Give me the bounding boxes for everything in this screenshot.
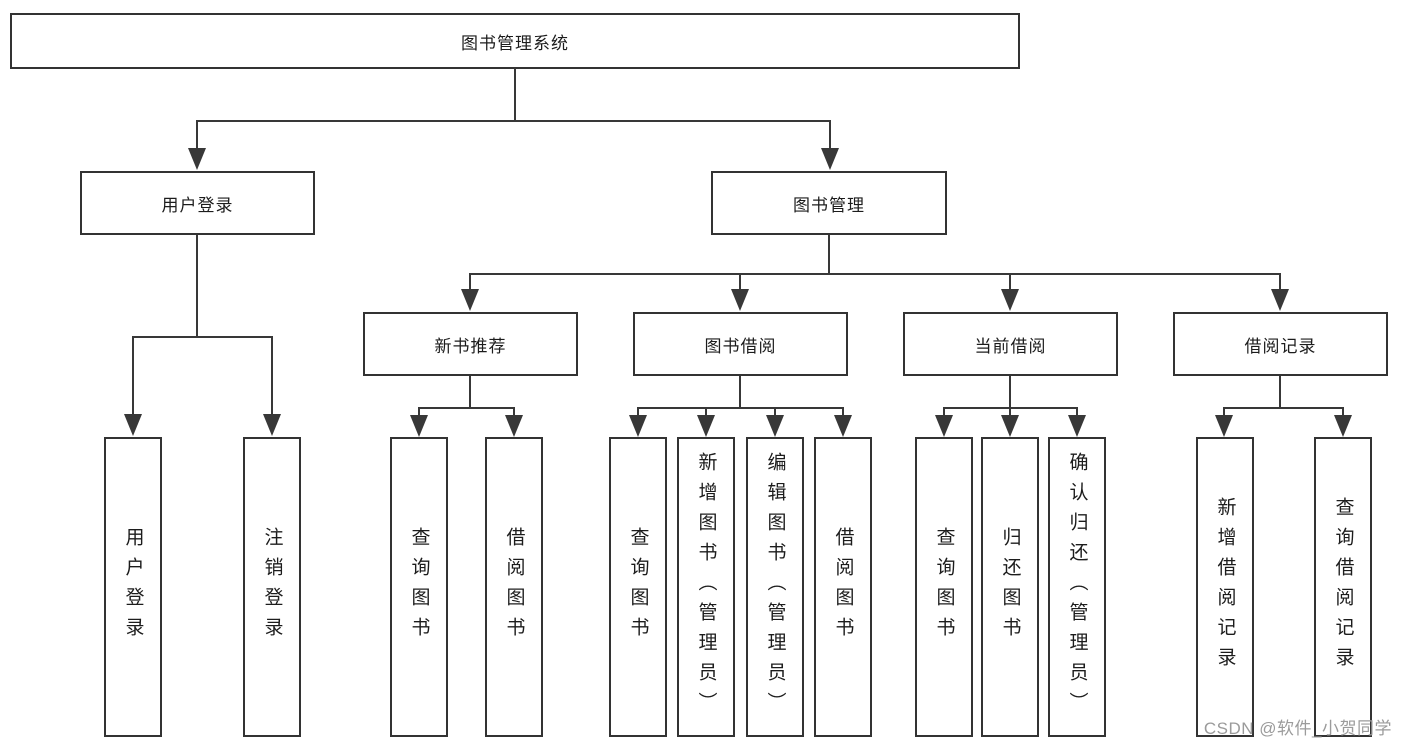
- node-borrowing-records: 借阅记录: [1173, 312, 1388, 376]
- arrow-down-icon: [263, 414, 281, 436]
- arrow-down-icon: [1001, 289, 1019, 311]
- leaf-borrow-query-books: 查询图书: [609, 437, 667, 737]
- connector-line: [469, 376, 471, 409]
- node-current-borrowing-label: 当前借阅: [974, 336, 1047, 356]
- arrow-down-icon: [1001, 415, 1019, 437]
- connector-line: [1009, 407, 1011, 417]
- node-user-login-label: 用户登录: [161, 195, 234, 215]
- connector-line: [1279, 376, 1281, 409]
- leaf-edit-books-admin: 编辑图书（管理员）: [746, 437, 804, 737]
- leaf-newbook-query-books-label: 查询图书: [408, 527, 430, 647]
- arrow-down-icon: [629, 415, 647, 437]
- arrow-down-icon: [834, 415, 852, 437]
- arrow-down-icon: [1334, 415, 1352, 437]
- leaf-borrow-query-books-label: 查询图书: [627, 527, 649, 647]
- connector-line: [1223, 407, 1225, 417]
- leaf-newbook-borrow-books: 借阅图书: [485, 437, 543, 737]
- node-root-label: 图书管理系统: [461, 33, 569, 53]
- leaf-borrow-books: 借阅图书: [814, 437, 872, 737]
- node-new-book-recommend: 新书推荐: [363, 312, 578, 376]
- node-book-borrowing-label: 图书借阅: [704, 336, 777, 356]
- node-book-management-label: 图书管理: [793, 195, 865, 215]
- arrow-down-icon: [1215, 415, 1233, 437]
- arrow-down-icon: [1068, 415, 1086, 437]
- leaf-return-books-label: 归还图书: [999, 527, 1021, 647]
- leaf-newbook-borrow-books-label: 借阅图书: [503, 527, 525, 647]
- connector-line: [943, 407, 945, 417]
- connector-line: [196, 120, 831, 122]
- connector-line: [637, 407, 639, 417]
- arrow-down-icon: [188, 148, 206, 170]
- arrow-down-icon: [1271, 289, 1289, 311]
- connector-line: [1009, 273, 1011, 291]
- connector-line: [196, 120, 198, 154]
- connector-line: [469, 273, 471, 291]
- arrow-down-icon: [461, 289, 479, 311]
- connector-line: [829, 120, 831, 154]
- connector-line: [514, 68, 516, 121]
- leaf-borrow-books-label: 借阅图书: [832, 527, 854, 647]
- connector-line: [705, 407, 707, 417]
- leaf-query-borrow-record-label: 查询借阅记录: [1332, 497, 1354, 677]
- csdn-watermark: CSDN @软件_小贺同学: [1203, 719, 1392, 738]
- connector-line: [1009, 376, 1011, 409]
- node-user-login: 用户登录: [80, 171, 315, 235]
- connector-line: [739, 273, 741, 291]
- connector-line: [132, 336, 273, 338]
- node-new-book-recommend-label: 新书推荐: [434, 336, 507, 356]
- connector-line: [469, 273, 1281, 275]
- node-book-borrowing: 图书借阅: [633, 312, 848, 376]
- connector-line: [1076, 407, 1078, 417]
- connector-line: [418, 407, 515, 409]
- node-current-borrowing: 当前借阅: [903, 312, 1118, 376]
- leaf-add-books-admin-label: 新增图书（管理员）: [695, 452, 717, 722]
- connector-line: [739, 376, 741, 409]
- arrow-down-icon: [731, 289, 749, 311]
- leaf-newbook-query-books: 查询图书: [390, 437, 448, 737]
- leaf-return-books: 归还图书: [981, 437, 1039, 737]
- connector-line: [637, 407, 844, 409]
- connector-line: [513, 407, 515, 417]
- leaf-user-login-label: 用户登录: [122, 527, 144, 647]
- leaf-query-borrow-record: 查询借阅记录: [1314, 437, 1372, 737]
- arrow-down-icon: [821, 148, 839, 170]
- node-book-management: 图书管理: [711, 171, 947, 235]
- connector-line: [418, 407, 420, 417]
- arrow-down-icon: [505, 415, 523, 437]
- leaf-current-query-books-label: 查询图书: [933, 527, 955, 647]
- node-borrowing-records-label: 借阅记录: [1244, 336, 1317, 356]
- connector-line: [1342, 407, 1344, 417]
- arrow-down-icon: [697, 415, 715, 437]
- connector-line: [842, 407, 844, 417]
- leaf-add-borrow-record: 新增借阅记录: [1196, 437, 1254, 737]
- arrow-down-icon: [935, 415, 953, 437]
- connector-line: [132, 336, 134, 416]
- connector-line: [196, 235, 198, 337]
- leaf-edit-books-admin-label: 编辑图书（管理员）: [764, 452, 786, 722]
- leaf-current-query-books: 查询图书: [915, 437, 973, 737]
- connector-line: [1279, 273, 1281, 291]
- leaf-confirm-return-admin: 确认归还（管理员）: [1048, 437, 1106, 737]
- leaf-logout: 注销登录: [243, 437, 301, 737]
- arrow-down-icon: [410, 415, 428, 437]
- connector-line: [1223, 407, 1344, 409]
- arrow-down-icon: [766, 415, 784, 437]
- arrow-down-icon: [124, 414, 142, 436]
- leaf-logout-label: 注销登录: [261, 527, 283, 647]
- node-root-system: 图书管理系统: [10, 13, 1020, 69]
- leaf-user-login: 用户登录: [104, 437, 162, 737]
- leaf-confirm-return-admin-label: 确认归还（管理员）: [1066, 452, 1088, 722]
- leaf-add-books-admin: 新增图书（管理员）: [677, 437, 735, 737]
- connector-line: [271, 336, 273, 416]
- connector-line: [774, 407, 776, 417]
- leaf-add-borrow-record-label: 新增借阅记录: [1214, 497, 1236, 677]
- connector-line: [828, 235, 830, 275]
